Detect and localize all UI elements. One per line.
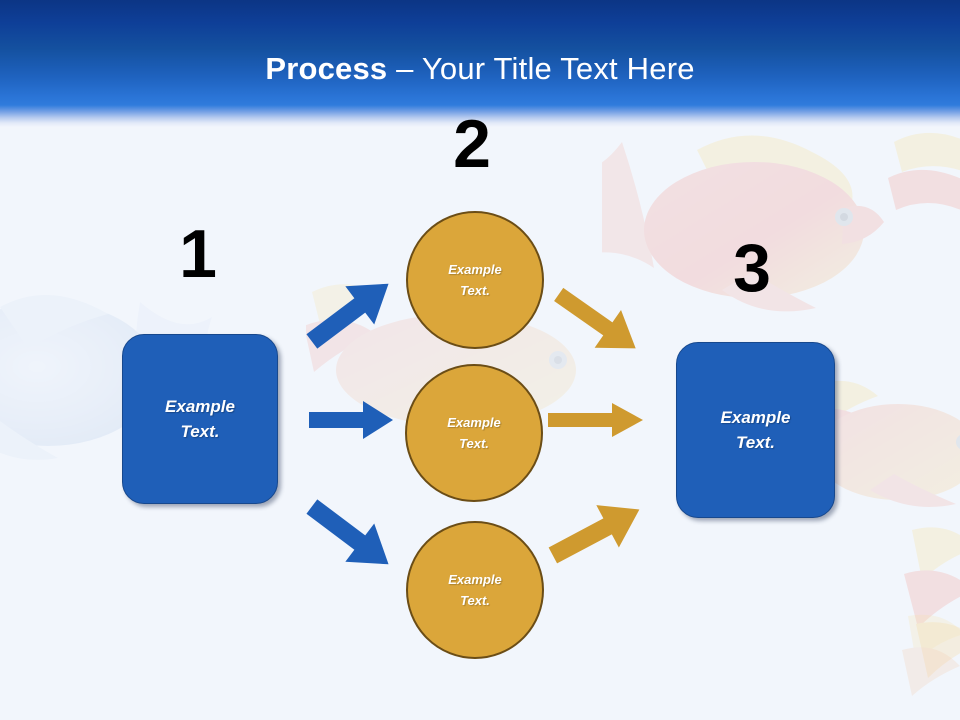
process-circle-top-line2: Text. — [460, 283, 490, 298]
process-circle-middle[interactable]: Example Text. — [405, 364, 543, 502]
process-circle-bottom-label: Example Text. — [448, 569, 501, 611]
process-box-left-line2: Text. — [180, 422, 220, 441]
title-band — [0, 0, 960, 105]
process-circle-bottom[interactable]: Example Text. — [406, 521, 544, 659]
step-number-3: 3 — [733, 230, 771, 306]
goldfish-watermark-right-upper — [884, 120, 960, 250]
process-box-right-label: Example Text. — [721, 405, 791, 455]
arrow-up-right-gold-icon — [545, 496, 649, 568]
page-title-bold: Process — [265, 51, 388, 86]
process-circle-top[interactable]: Example Text. — [406, 211, 544, 349]
title-band-fade — [0, 105, 960, 127]
arrow-down-right-blue-icon — [300, 499, 402, 572]
process-box-right-line2: Text. — [735, 433, 776, 452]
step-number-2: 2 — [453, 106, 491, 182]
process-circle-top-label: Example Text. — [448, 259, 501, 301]
step-number-1: 1 — [179, 216, 217, 292]
process-circle-top-line1: Example — [448, 262, 502, 277]
arrow-down-right-gold-icon — [548, 287, 648, 356]
process-box-right[interactable]: Example Text. — [676, 342, 835, 518]
process-circle-bottom-line1: Example — [448, 572, 502, 587]
goldfish-watermark-right-lower — [898, 520, 960, 690]
process-circle-middle-line1: Example — [447, 415, 501, 430]
page-title: Process – Your Title Text Here — [0, 50, 960, 88]
arrow-up-right-blue-icon — [300, 276, 402, 349]
process-box-left[interactable]: Example Text. — [122, 334, 278, 504]
arrow-right-gold-icon — [548, 402, 644, 438]
process-circle-middle-label: Example Text. — [447, 412, 500, 454]
process-circle-bottom-line2: Text. — [460, 593, 490, 608]
process-circle-middle-line2: Text. — [459, 436, 489, 451]
page-title-rest: – Your Title Text Here — [387, 51, 695, 86]
arrow-right-blue-icon — [309, 400, 394, 440]
process-box-right-line1: Example — [720, 408, 791, 427]
process-box-left-line1: Example — [165, 397, 235, 416]
goldfish-watermark-bottom-right — [900, 610, 960, 700]
process-box-left-label: Example Text. — [165, 394, 235, 444]
